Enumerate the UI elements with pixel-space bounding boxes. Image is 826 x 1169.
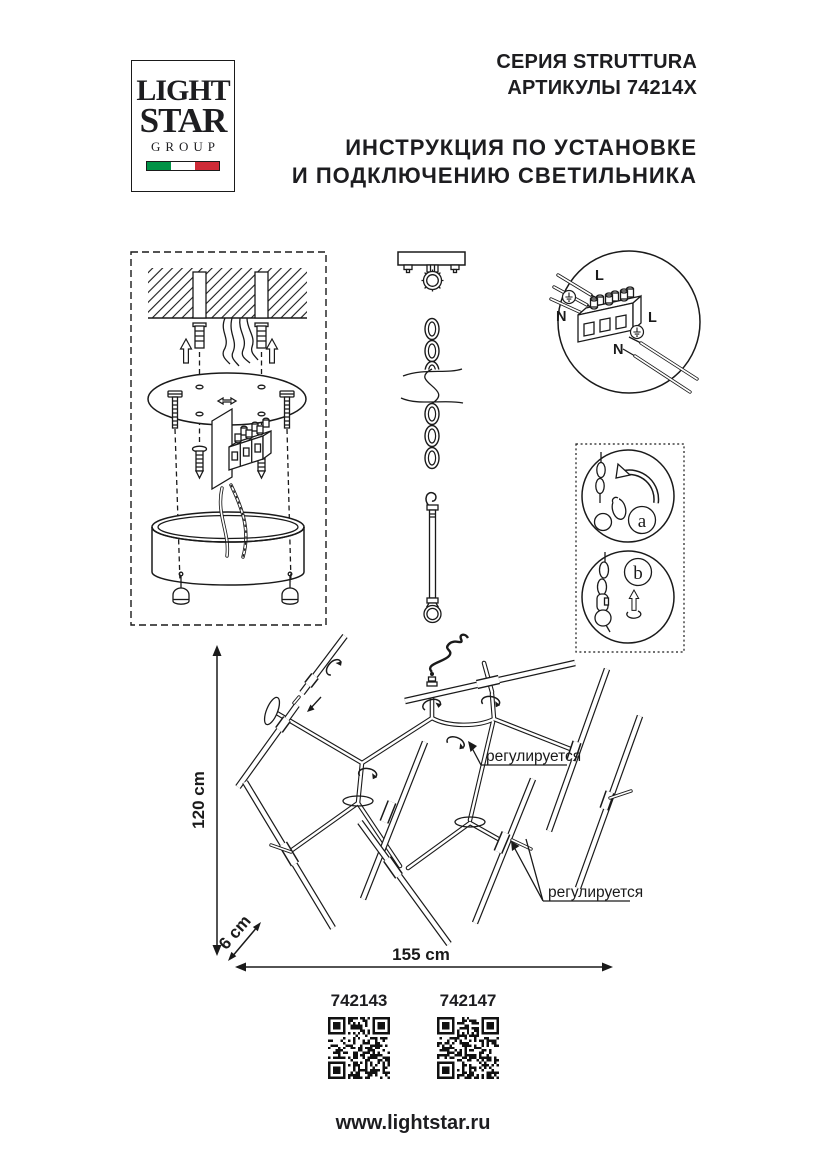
power-cord [426,633,470,687]
drill-hole [192,271,207,319]
chain-adjust-steps: a b [575,443,685,653]
adjustable-label-bottom: регулируется [548,884,643,901]
dimension-height: 120 cm [189,645,222,956]
machine-screw [279,390,295,429]
lightstar-logo: LIGHT STAR GROUP [131,60,235,192]
adjustable-callout-top: регулируется [468,741,581,766]
chandelier-diagram: регулируется регулируется [238,635,643,944]
insert-arrow-icon [179,338,193,364]
earth-symbol-icon [629,324,645,340]
machine-screw [167,390,183,429]
detach-indicators [292,695,322,712]
flag-green-segment [147,162,171,170]
rod-sleeves [279,676,610,876]
slot-arrow-icon [216,396,238,406]
width-dimension-label: 155 cm [392,945,450,964]
dimension-width: 155 cm [235,945,613,972]
italian-flag-bar [146,161,220,171]
height-dimension-label: 120 cm [189,771,208,829]
end-disc [263,696,281,726]
rotation-marks [322,655,502,828]
website-url: www.lightstar.ru [335,1112,491,1134]
flag-red-segment [195,162,219,170]
series-line: СЕРИЯ STRUTTURA [496,51,697,73]
mains-wires [222,317,259,367]
adjustable-callout-bottom: регулируется [511,838,643,902]
neutral-label-left: N [556,309,566,325]
wall-plug [192,322,207,349]
terminal-block [577,286,642,343]
qr-code-742147 [437,1017,499,1079]
step-a-label: a [638,511,647,532]
wiring-detail: L N L N [549,250,701,394]
rotate-arrowhead-icon [615,462,632,479]
article-code-742143: 742143 [330,991,388,1010]
logo-word-light: LIGHT [136,74,230,107]
dimension-depth: 6 cm [215,912,261,961]
line-label-left: L [595,268,604,284]
line-label-right: L [648,310,657,326]
terminal-block [228,417,272,471]
cap-nut [172,571,190,605]
title-line-1: ИНСТРУКЦИЯ ПО УСТАНОВКЕ [345,135,697,160]
page-title: ИНСТРУКЦИЯ ПО УСТАНОВКЕ И ПОДКЛЮЧЕНИЮ СВ… [292,134,697,190]
earth-symbol-icon [561,289,577,305]
step-b-diagram: b [581,550,675,644]
wall-plug [254,322,269,349]
flag-white-segment [171,162,195,170]
header: СЕРИЯ STRUTTURA АРТИКУЛЫ 74214X ИНСТРУКЦ… [292,49,697,190]
insert-arrow-icon [265,338,279,364]
title-line-2: И ПОДКЛЮЧЕНИЮ СВЕТИЛЬНИКА [291,163,697,188]
adjustable-label-top: регулируется [486,748,581,765]
qr-code-742143 [328,1017,390,1079]
tapping-screw [191,445,208,480]
cap-nut [281,571,299,605]
step-a-diagram: a [581,449,675,543]
logo-word-group: GROUP [150,139,221,154]
neutral-label-right: N [613,342,623,358]
ceiling-hatch [148,268,307,318]
ceiling-mounting-diagram [130,251,327,626]
logo-word-star: STAR [139,101,228,140]
knurl-ticks [421,269,444,292]
article-code-742147: 742147 [439,991,497,1010]
step-b-label: b [633,563,643,584]
chain [400,317,464,470]
depth-dimension-label: 6 cm [215,912,255,954]
terminal-bracket [211,407,272,491]
drill-hole [254,271,269,319]
suspension-parts-diagram [397,251,466,624]
suspension-rod [423,491,442,624]
articles-line: АРТИКУЛЫ 74214X [507,77,697,99]
ceiling-mount-bar [397,251,466,292]
